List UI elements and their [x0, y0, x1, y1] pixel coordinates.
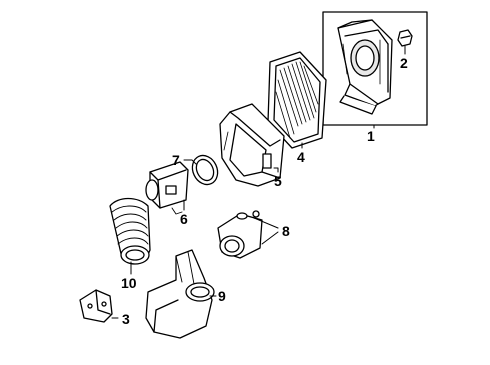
leader-lines	[111, 45, 406, 319]
callout-6: 6	[180, 211, 188, 227]
callout-5: 5	[274, 173, 282, 189]
lower-case-part	[219, 103, 285, 187]
air-filter-part	[267, 51, 327, 149]
callout-7: 7	[172, 152, 180, 168]
callout-labels: 1 2 3 4 5 6 7 8 9 10	[121, 55, 408, 327]
gasket-part	[191, 154, 219, 186]
bracket-part	[79, 289, 113, 323]
leader-5	[273, 167, 279, 173]
callout-10: 10	[121, 275, 137, 291]
bolt-part	[397, 29, 413, 47]
resonator-part	[217, 210, 263, 259]
air-flow-meter-part	[145, 161, 189, 215]
intake-hose-part	[109, 197, 151, 265]
callout-2: 2	[400, 55, 408, 71]
callout-1: 1	[367, 128, 375, 144]
callout-3: 3	[122, 311, 130, 327]
upper-case-part	[322, 11, 428, 126]
leader-8a	[253, 217, 279, 229]
callout-8: 8	[282, 223, 290, 239]
leader-8b	[261, 231, 279, 245]
air-duct-part	[145, 249, 215, 339]
callout-4: 4	[297, 149, 305, 165]
callout-9: 9	[218, 288, 226, 304]
leader-7	[183, 159, 197, 165]
